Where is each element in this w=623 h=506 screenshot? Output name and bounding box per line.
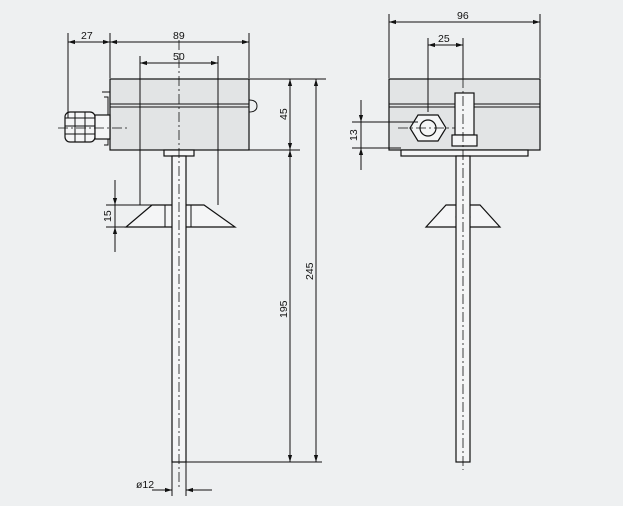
dim-27-label: 27 [81,30,93,42]
cable-gland [64,111,111,143]
dim-245-label: 245 [304,262,316,280]
dim-96-label: 96 [457,10,469,22]
housing-side [109,78,250,151]
probe-tube [171,155,187,463]
side-view: 27 89 50 45 195 245 15 ø12 [58,30,326,496]
dim-89-label: 89 [173,30,185,42]
dim-d12-label: ø12 [136,479,154,491]
dim-45-label: 45 [278,108,290,120]
dim-15-label: 15 [102,210,114,222]
dim-195-label: 195 [278,300,290,318]
dim-13-label: 13 [348,129,360,141]
front-view: 96 25 13 [348,10,541,470]
dim-50-label: 50 [173,51,185,63]
dim-25-label: 25 [438,33,450,45]
